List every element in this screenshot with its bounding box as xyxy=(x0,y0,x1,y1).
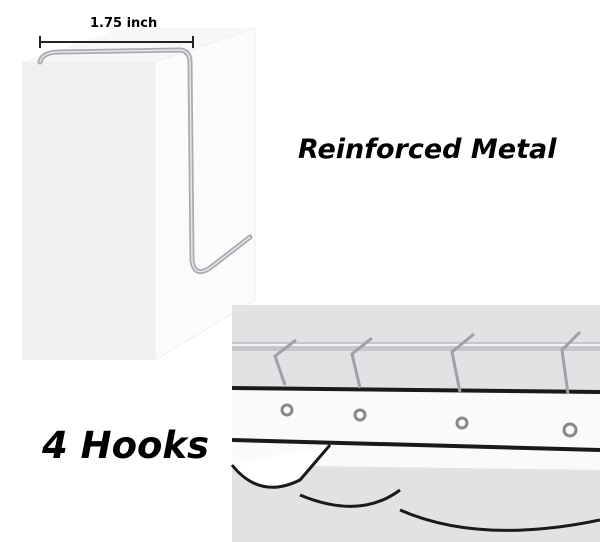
grommets xyxy=(280,403,578,438)
curtain-rod xyxy=(232,342,600,351)
hooks-count-label: 4 Hooks xyxy=(42,424,210,467)
box-with-hook-diagram xyxy=(22,27,256,361)
headline: Reinforced Metal xyxy=(298,134,557,165)
dimension-label: 1.75 inch xyxy=(90,16,158,31)
box-front-face xyxy=(22,62,155,360)
hooks-photo xyxy=(230,305,600,542)
s-hooks xyxy=(273,330,582,395)
